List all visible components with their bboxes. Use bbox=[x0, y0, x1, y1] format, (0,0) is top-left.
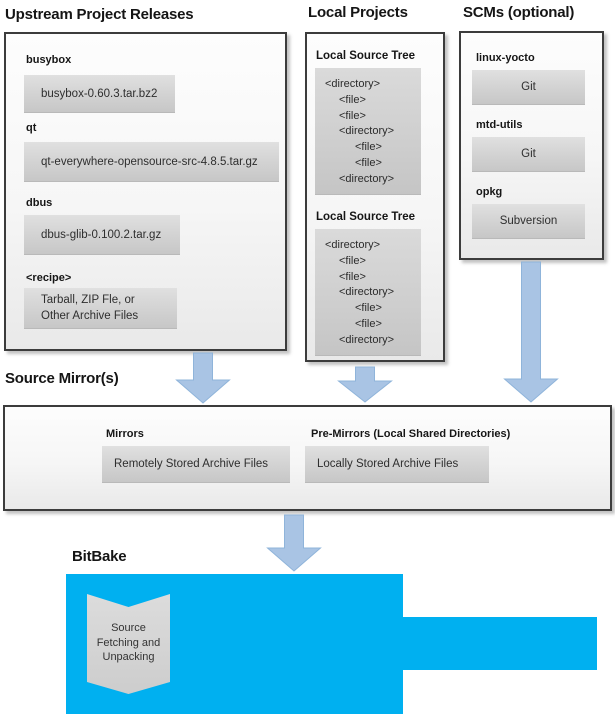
arrow-scms-to-mirrors-icon bbox=[503, 261, 559, 403]
tree-line: <directory> bbox=[339, 333, 395, 346]
upstream-item-label: dbus bbox=[26, 197, 53, 209]
upstream-item-label: qt bbox=[26, 122, 37, 134]
source-mirrors-box: Mirrors Remotely Stored Archive Files Pr… bbox=[3, 405, 612, 511]
tree-line: <file> bbox=[355, 317, 382, 330]
source-mirrors-title: Source Mirror(s) bbox=[5, 370, 119, 387]
pre-mirrors-value: Locally Stored Archive Files bbox=[305, 446, 489, 483]
local-source-tree-label: Local Source Tree bbox=[316, 50, 416, 62]
tree-line: <directory> bbox=[339, 125, 395, 138]
upstream-item-label: <recipe> bbox=[26, 272, 72, 284]
tree-line: <directory> bbox=[339, 286, 395, 299]
bitbake-block-arm bbox=[403, 617, 597, 670]
scm-item-value: Git bbox=[472, 137, 585, 172]
arrow-mirrors-to-bitbake-icon bbox=[266, 514, 322, 572]
scm-item-label: linux-yocto bbox=[476, 52, 535, 64]
tree-line: <file> bbox=[339, 270, 366, 283]
tree-line: <file> bbox=[339, 109, 366, 122]
local-source-tree: <directory> <file> <file> <directory> <f… bbox=[315, 68, 421, 195]
mirrors-value: Remotely Stored Archive Files bbox=[102, 446, 290, 483]
tree-line: <file> bbox=[355, 302, 382, 315]
upstream-item-value: busybox-0.60.3.tar.bz2 bbox=[24, 75, 175, 113]
tree-line: <file> bbox=[339, 93, 366, 106]
upstream-title: Upstream Project Releases bbox=[5, 6, 194, 23]
local-projects-title: Local Projects bbox=[308, 4, 408, 21]
arrow-upstream-to-mirrors-icon bbox=[175, 352, 231, 404]
scm-item-value: Git bbox=[472, 70, 585, 105]
scms-box: linux-yocto Git mtd-utils Git opkg Subve… bbox=[459, 31, 604, 260]
mirrors-label: Mirrors bbox=[106, 428, 144, 440]
tree-line: <directory> bbox=[339, 172, 395, 185]
local-source-tree-label: Local Source Tree bbox=[316, 211, 416, 223]
tree-line: <file> bbox=[355, 141, 382, 154]
bitbake-title: BitBake bbox=[72, 548, 127, 565]
tree-line: <directory> bbox=[325, 78, 381, 90]
local-source-tree: <directory> <file> <file> <directory> <f… bbox=[315, 229, 421, 356]
scm-item-label: mtd-utils bbox=[476, 119, 523, 131]
upstream-box: busybox busybox-0.60.3.tar.bz2 qt qt-eve… bbox=[4, 32, 287, 351]
tree-line: <file> bbox=[339, 254, 366, 267]
source-fetching-banner: Source Fetching and Unpacking bbox=[87, 594, 170, 694]
local-projects-box: Local Source Tree <directory> <file> <fi… bbox=[305, 32, 445, 362]
upstream-item-value: Tarball, ZIP Fle, or Other Archive Files bbox=[24, 288, 177, 329]
scms-title: SCMs (optional) bbox=[463, 4, 575, 21]
upstream-item-value: dbus-glib-0.100.2.tar.gz bbox=[24, 215, 180, 255]
upstream-item-value: qt-everywhere-opensource-src-4.8.5.tar.g… bbox=[24, 142, 279, 182]
tree-line: <directory> bbox=[325, 239, 381, 251]
tree-line: <file> bbox=[355, 156, 382, 169]
scm-item-value: Subversion bbox=[472, 204, 585, 239]
scm-item-label: opkg bbox=[476, 186, 503, 198]
arrow-local-to-mirrors-icon bbox=[337, 366, 393, 403]
upstream-item-label: busybox bbox=[26, 54, 72, 66]
pre-mirrors-label: Pre-Mirrors (Local Shared Directories) bbox=[311, 428, 511, 440]
